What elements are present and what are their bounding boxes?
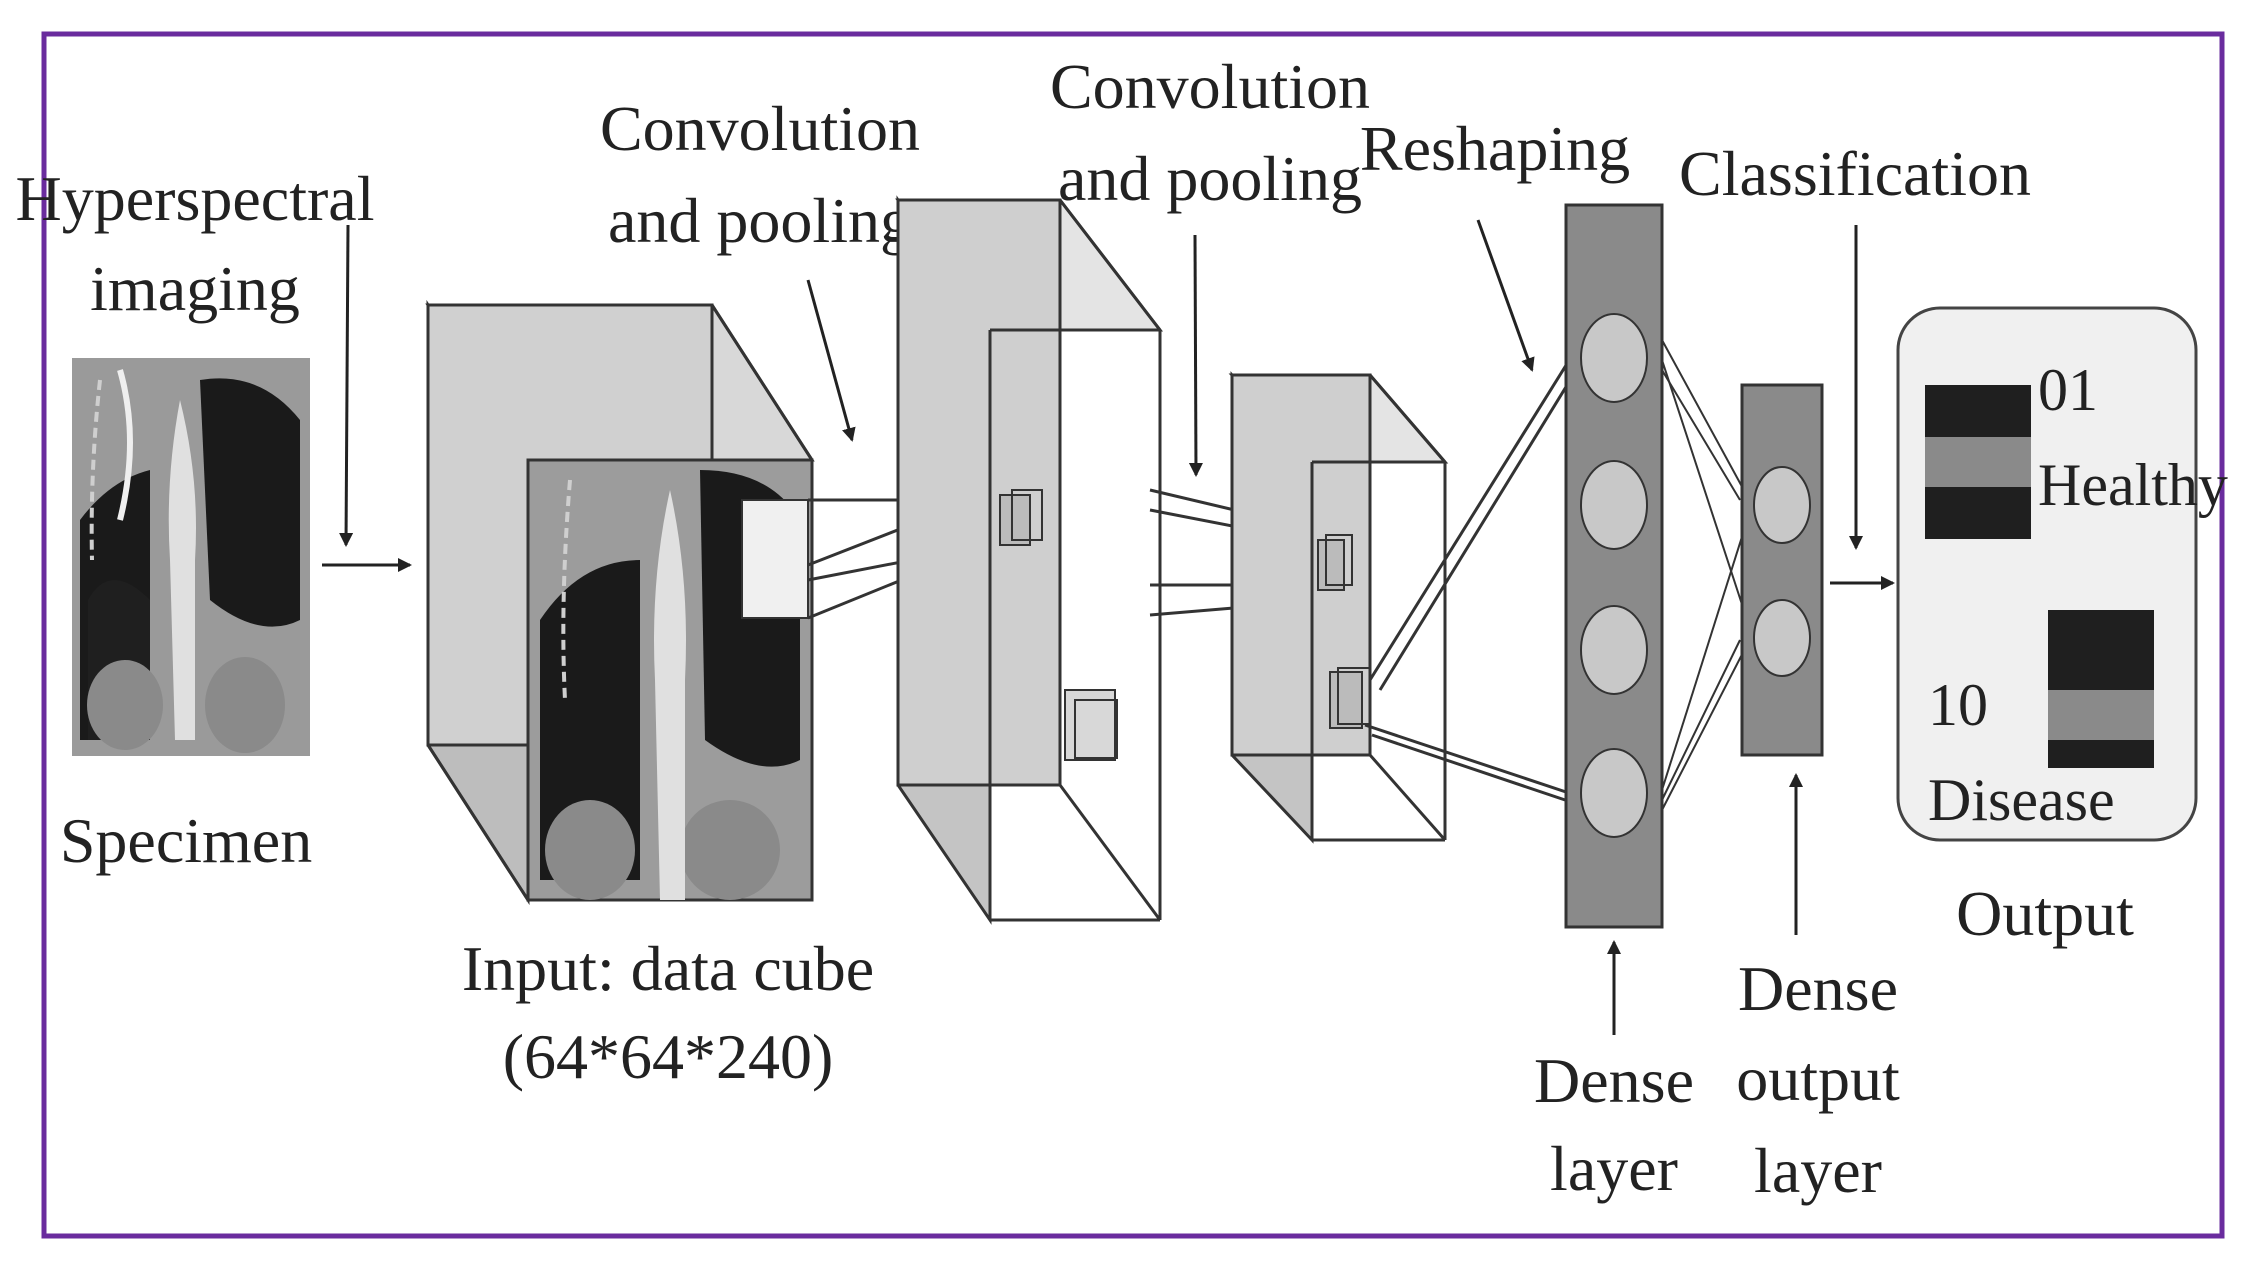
label-input: Input: data cube (462, 933, 874, 1004)
label-hyperspectral: Hyperspectral (16, 163, 375, 234)
label-conv1: Convolution (600, 93, 920, 164)
arrow-reshaping (1476, 219, 1535, 372)
dense-neuron (1580, 313, 1648, 403)
label-imaging: imaging (90, 253, 300, 324)
output-neuron (1753, 466, 1811, 544)
label-healthy: Healthy (2038, 452, 2228, 518)
specimen-image (72, 358, 310, 756)
disease-code-block (2048, 610, 2154, 768)
outer-frame (41, 31, 2225, 1239)
dense-neuron (1580, 748, 1648, 838)
label-dense-output-2: output (1736, 1043, 1900, 1114)
code-disease: 10 (1928, 672, 1988, 738)
label-classification: Classification (1679, 138, 2031, 209)
label-output: Output (1956, 878, 2134, 949)
label-dense-layer-2: layer (1550, 1133, 1678, 1204)
label-reshaping: Reshaping (1360, 113, 1630, 184)
label-conv2: Convolution (1050, 51, 1370, 122)
label-input-dims: (64*64*240) (503, 1021, 834, 1092)
conv1-kernel (999, 489, 1118, 761)
dense-neuron (1580, 460, 1648, 550)
dense-output-layer (1740, 383, 1824, 757)
label-pooling1: and pooling (608, 185, 912, 256)
dense-connections (1661, 339, 1753, 811)
conv2-kernel (1317, 534, 1371, 729)
label-specimen: Specimen (60, 805, 312, 876)
output-neuron (1753, 599, 1811, 677)
arrow-imaging (339, 224, 354, 547)
healthy-code-block (1925, 385, 2031, 539)
arrow-conv1 (806, 279, 856, 442)
input-cube-image (540, 470, 809, 900)
dense-neuron (1580, 605, 1648, 695)
arrow-conv2 (1188, 234, 1203, 477)
label-dense-output-3: layer (1754, 1135, 1882, 1206)
label-dense-layer-1: Dense (1534, 1045, 1694, 1116)
conv-block-1 (895, 195, 1164, 925)
label-pooling2: and pooling (1058, 143, 1362, 214)
dense-layer (1564, 203, 1664, 929)
reshape-lines (1364, 329, 1598, 807)
conv-block-2 (1228, 371, 1449, 844)
code-healthy: 01 (2038, 357, 2098, 423)
output-box: 01 Healthy 10 Disease (1896, 306, 2228, 842)
label-disease: Disease (1928, 767, 2115, 833)
label-dense-output-1: Dense (1738, 953, 1898, 1024)
